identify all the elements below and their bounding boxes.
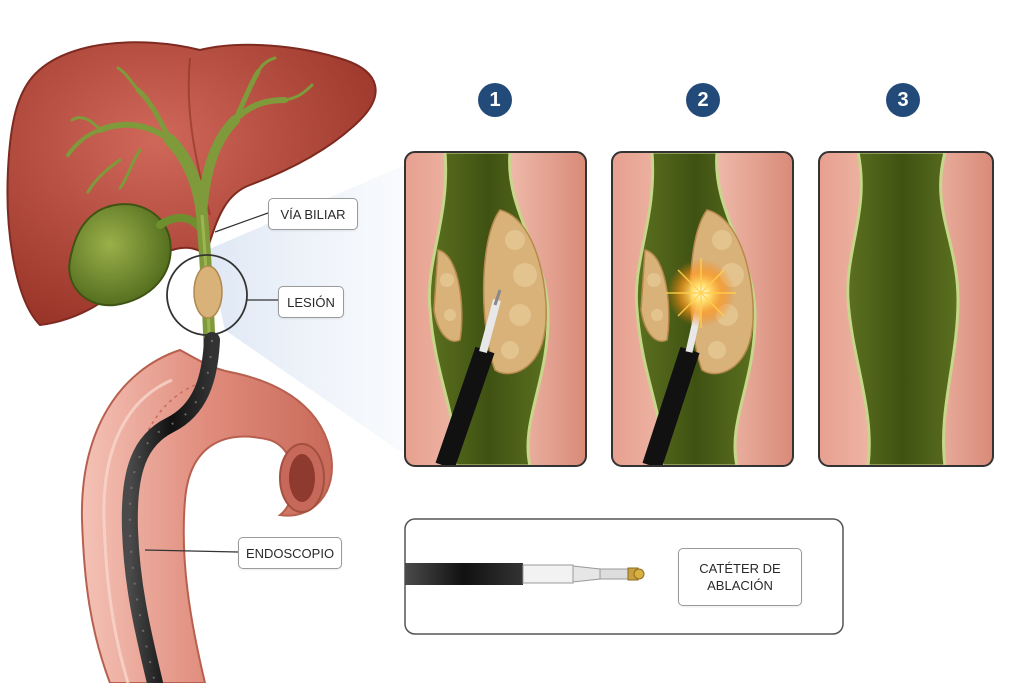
step-badge-1: 1 <box>478 83 512 117</box>
step-badge-2: 2 <box>686 83 720 117</box>
duodenum <box>80 348 333 684</box>
lesion-label: LESIÓN <box>278 286 344 318</box>
endoscopio-text: ENDOSCOPIO <box>245 545 335 561</box>
panel-1-frame <box>404 151 587 467</box>
magnifier-circle-icon <box>166 254 248 336</box>
via-biliar-text: VÍA BILIAR <box>280 206 346 222</box>
leader-lines <box>144 212 278 553</box>
step-badge-3: 3 <box>886 83 920 117</box>
ablation-catheter <box>405 563 645 585</box>
panel-2-illustration <box>612 152 793 466</box>
panel-2-frame <box>611 151 794 467</box>
lesion-in-duct <box>193 265 223 319</box>
panel-3-frame <box>818 151 994 467</box>
endoscope-tube <box>121 332 220 688</box>
panel-3-illustration <box>819 152 993 466</box>
via-biliar-label: VÍA BILIAR <box>268 198 358 230</box>
lesion-text: LESIÓN <box>287 294 335 310</box>
cateter-text-line1: CATÉTER DE <box>699 561 781 576</box>
panel-1-illustration <box>405 152 586 466</box>
endoscopio-label: ENDOSCOPIO <box>238 537 342 569</box>
cateter-text-line2: ABLACIÓN <box>707 578 773 593</box>
gallbladder <box>68 203 172 307</box>
cateter-label: CATÉTER DE ABLACIÓN <box>678 548 802 606</box>
